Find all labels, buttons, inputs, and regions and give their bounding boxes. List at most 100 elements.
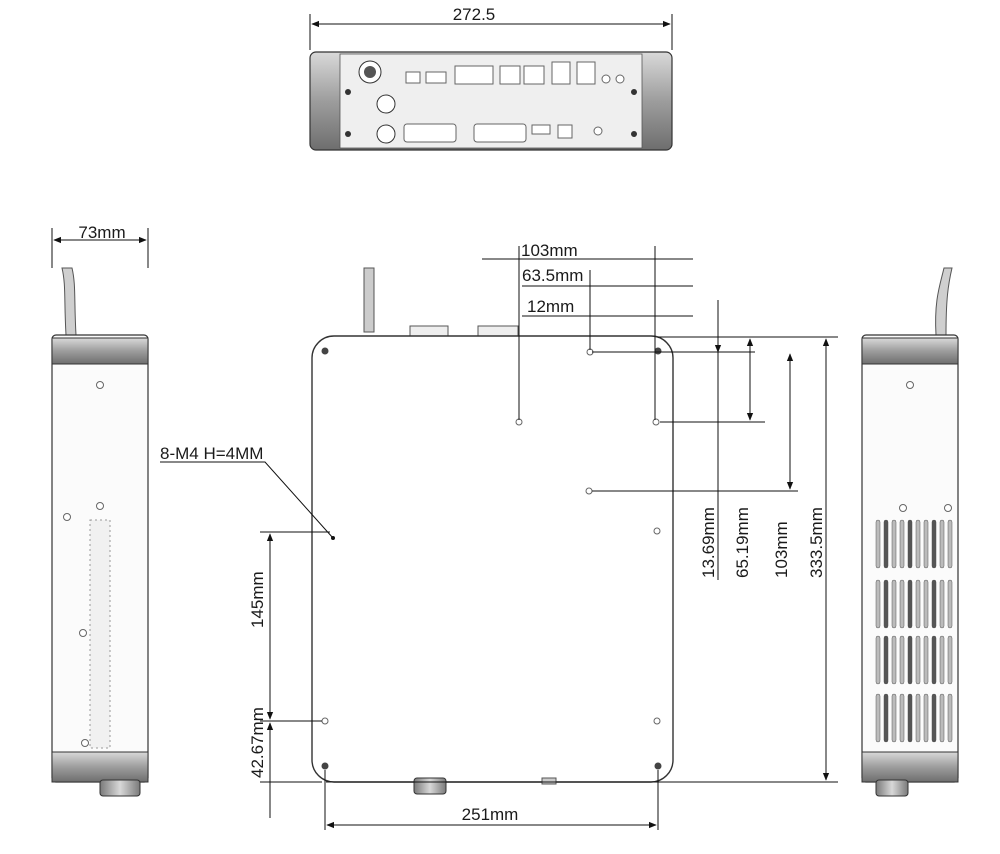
vent-area bbox=[89, 519, 111, 749]
vent-slot bbox=[899, 635, 905, 685]
antenna-knob-core bbox=[364, 66, 376, 78]
vent-slot bbox=[899, 519, 905, 569]
vent-slot bbox=[891, 635, 897, 685]
right-side-view bbox=[861, 267, 959, 797]
screw-icon bbox=[81, 739, 89, 747]
rj45-port-icon bbox=[551, 61, 571, 85]
vent-slot bbox=[875, 635, 881, 685]
vent-slot bbox=[939, 635, 945, 685]
vert-145-label: 145mm bbox=[248, 571, 267, 628]
led-icon bbox=[593, 126, 603, 136]
vent-slot bbox=[883, 519, 889, 569]
vent-slot bbox=[923, 635, 929, 685]
mount-hole-icon bbox=[653, 717, 661, 725]
mount-hole-icon bbox=[653, 527, 661, 535]
ethernet-port-icon bbox=[454, 65, 494, 85]
vent-slot bbox=[915, 579, 921, 629]
vent-slot bbox=[915, 693, 921, 743]
vent-slot bbox=[939, 693, 945, 743]
hole-offset-12-label: 12mm bbox=[527, 297, 574, 316]
vent-slot bbox=[883, 579, 889, 629]
vent-slot bbox=[907, 579, 913, 629]
vent-slot bbox=[947, 579, 953, 629]
vent-slot bbox=[899, 693, 905, 743]
cable-icon bbox=[935, 267, 953, 336]
front-view: 272.5 bbox=[309, 5, 673, 151]
vent-slot bbox=[875, 693, 881, 743]
vent-slot bbox=[915, 635, 921, 685]
vent-slot bbox=[939, 519, 945, 569]
vent-slot bbox=[947, 693, 953, 743]
vent-grille bbox=[875, 519, 953, 743]
left-top-cap bbox=[51, 337, 149, 365]
mount-hole-icon bbox=[585, 487, 593, 495]
screw-icon bbox=[321, 347, 329, 355]
screw-icon bbox=[899, 504, 907, 512]
usb-dual-port-icon bbox=[523, 65, 545, 85]
screw-icon bbox=[654, 347, 662, 355]
antenna-icon bbox=[363, 267, 375, 333]
screw-icon bbox=[654, 762, 662, 770]
hole-offset-63-label: 63.5mm bbox=[522, 266, 583, 285]
screw-icon bbox=[96, 381, 104, 389]
callout-leader bbox=[160, 461, 334, 539]
vent-slot bbox=[923, 579, 929, 629]
usb-b-port-icon bbox=[557, 124, 573, 139]
screw-icon bbox=[944, 504, 952, 512]
screw-icon bbox=[79, 629, 87, 637]
side-depth-label: 73mm bbox=[78, 223, 125, 242]
vent-slot bbox=[939, 579, 945, 629]
vent-slot bbox=[891, 519, 897, 569]
right-top-cap bbox=[861, 337, 959, 365]
vent-slot bbox=[947, 519, 953, 569]
mount-hole-icon bbox=[652, 418, 660, 426]
screw-icon bbox=[321, 762, 329, 770]
screw-icon bbox=[631, 89, 637, 95]
callout-dot bbox=[331, 536, 335, 540]
cable-icon bbox=[61, 267, 77, 336]
vert-13-label: 13.69mm bbox=[699, 507, 718, 578]
foot-icon bbox=[99, 779, 141, 797]
vent-slot bbox=[931, 693, 937, 743]
vent-slot bbox=[907, 635, 913, 685]
vent-slot bbox=[907, 519, 913, 569]
foot-icon bbox=[541, 777, 557, 785]
db25-port-icon bbox=[403, 123, 457, 143]
led-icon bbox=[615, 74, 625, 84]
vent-slot bbox=[883, 635, 889, 685]
screw-icon bbox=[96, 502, 104, 510]
screw-icon bbox=[345, 131, 351, 137]
front-width-label: 272.5 bbox=[453, 5, 496, 24]
vent-slot bbox=[931, 635, 937, 685]
db25-port-icon bbox=[473, 123, 527, 143]
vert-333-label: 333.5mm bbox=[807, 507, 826, 578]
rj45-port-icon bbox=[576, 61, 596, 85]
vert-103-label: 103mm bbox=[772, 521, 791, 578]
foot-icon bbox=[875, 779, 909, 797]
device-top-body bbox=[311, 335, 674, 783]
screw-icon bbox=[63, 513, 71, 521]
vent-slot bbox=[931, 579, 937, 629]
foot-icon bbox=[413, 777, 447, 795]
vent-slot bbox=[875, 579, 881, 629]
vent-slot bbox=[915, 519, 921, 569]
top-view: 103mm 63.5mm 12mm 13.69mm 65.19mm 103mm … bbox=[160, 241, 838, 830]
vent-slot bbox=[891, 693, 897, 743]
vert-42-label: 42.67mm bbox=[248, 707, 267, 778]
usb-port-icon bbox=[531, 124, 551, 135]
vent-slot bbox=[875, 519, 881, 569]
led-icon bbox=[601, 74, 611, 84]
ps2-port-icon bbox=[376, 124, 396, 144]
power-button-icon bbox=[376, 94, 396, 114]
screw-callout-label: 8-M4 H=4MM bbox=[160, 444, 263, 463]
vent-slot bbox=[931, 519, 937, 569]
mount-hole-icon bbox=[321, 717, 329, 725]
hdmi-port-icon bbox=[425, 71, 447, 84]
vent-slot bbox=[923, 519, 929, 569]
screw-icon bbox=[631, 131, 637, 137]
screw-icon bbox=[345, 89, 351, 95]
vent-slot bbox=[891, 579, 897, 629]
left-side-view: 73mm bbox=[51, 223, 149, 797]
vent-slot bbox=[899, 579, 905, 629]
vent-slot bbox=[883, 693, 889, 743]
